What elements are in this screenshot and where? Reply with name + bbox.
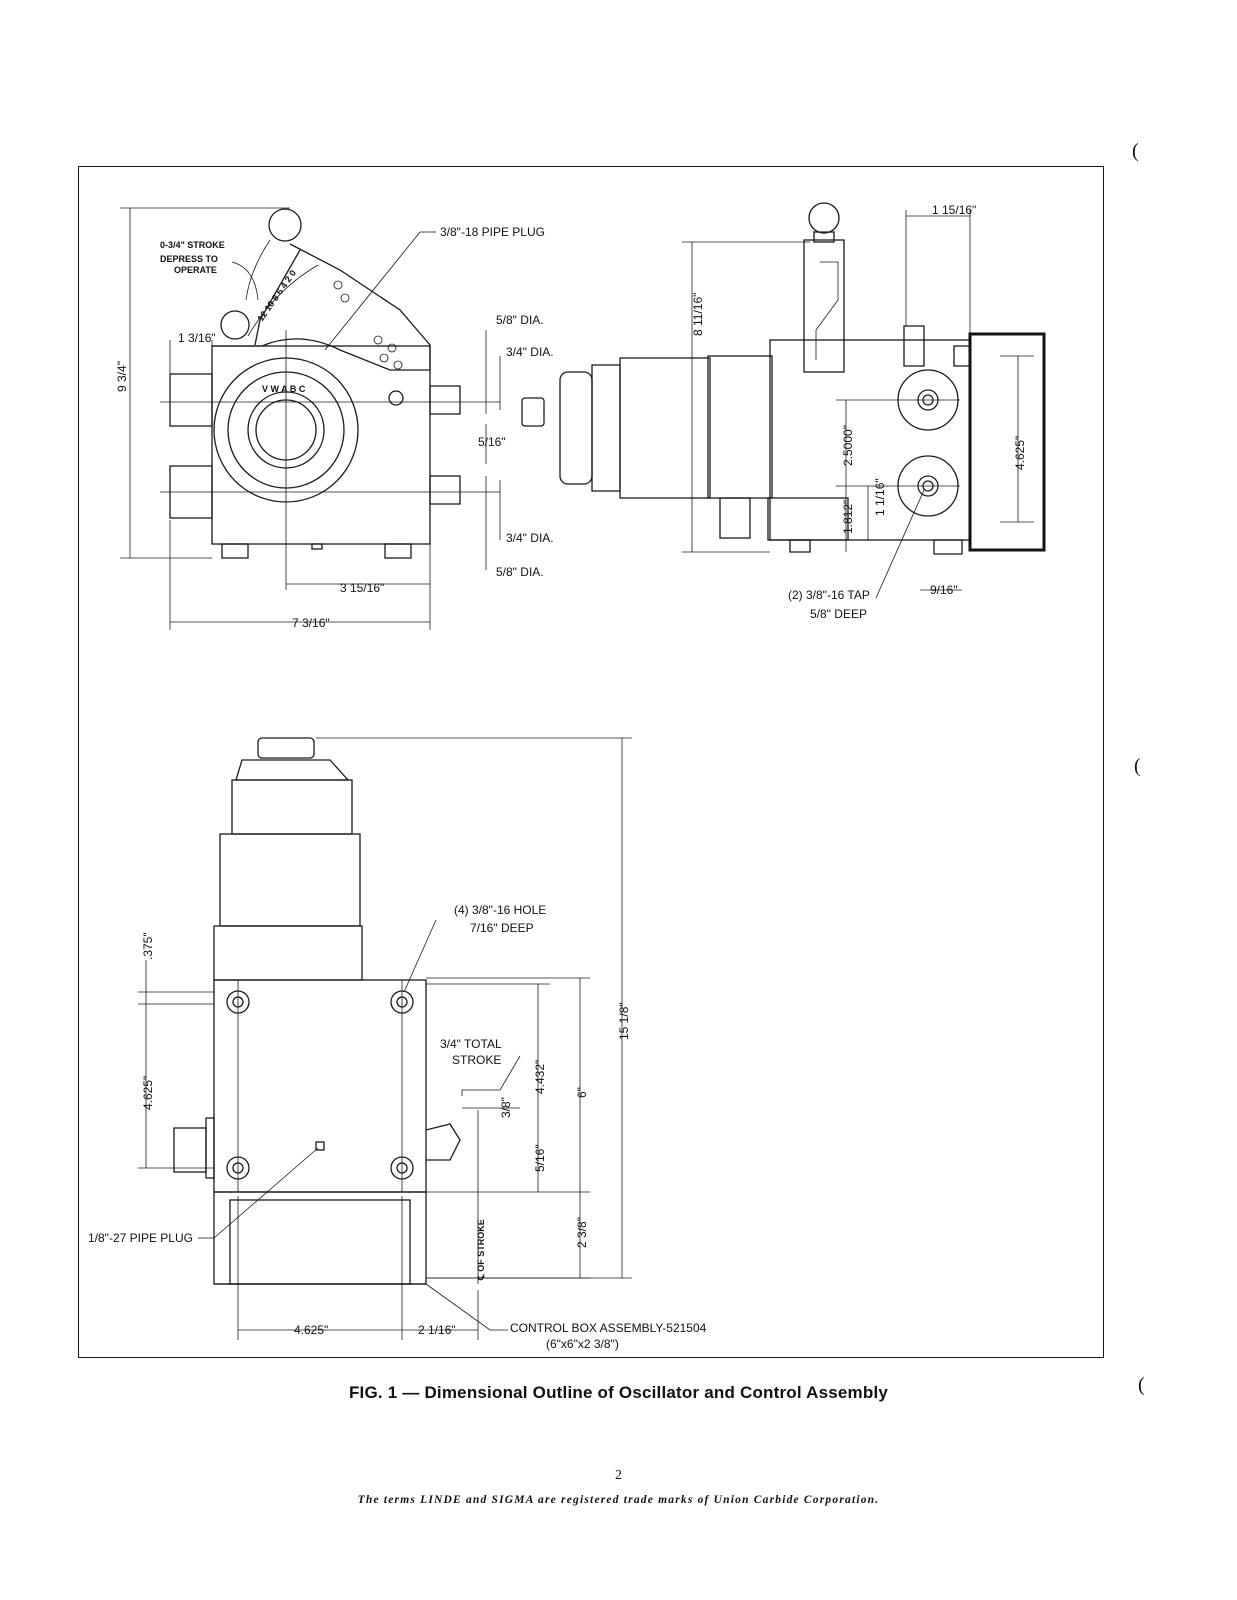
dim-2-3-8: 2 3/8" <box>575 1217 589 1248</box>
dim-3-15-16: 3 15/16" <box>340 581 384 595</box>
side-view: 1 15/16" 8 11/16" 2.5000" 1.812" 1 1/16"… <box>521 202 1046 621</box>
dim-height: 9 3/4" <box>115 361 129 392</box>
dim-4-625-bottom: 4.625" <box>294 1323 328 1337</box>
dim-2-5000: 2.5000" <box>841 425 855 466</box>
top-view: .375" 4.625" (4) 3/8"-16 HOLE 7/16" DEEP… <box>88 737 707 1351</box>
hole-line-1: (4) 3/8"-16 HOLE <box>454 903 546 917</box>
dim-375: .375" <box>141 932 155 960</box>
dia-5-8-top: 5/8" DIA. <box>496 313 544 327</box>
total-stroke-1: 3/4" TOTAL <box>440 1037 502 1051</box>
dim-9-16: 9/16" <box>930 583 958 597</box>
dim-6: 6" <box>575 1087 589 1098</box>
dim-5-16: 5/16" <box>478 435 506 449</box>
tap-line-1: (2) 3/8"-16 TAP <box>788 588 870 602</box>
stroke-note-2: DEPRESS TO <box>160 254 218 264</box>
margin-mark: ( <box>1138 1374 1145 1396</box>
dim-1-812: 1.812" <box>841 500 855 534</box>
front-view: 12 10 8 6 4 2 0 V W A B C 9 3/4" 1 3/16"… <box>115 207 554 630</box>
margin-mark: ( <box>1134 755 1141 777</box>
margin-mark: ( <box>1132 140 1139 162</box>
control-box-line-1: CONTROL BOX ASSEMBLY-521504 <box>510 1321 707 1335</box>
dim-1-15-16: 1 15/16" <box>932 203 976 217</box>
page-number: 2 <box>615 1468 622 1483</box>
dim-3-8: 3/8" <box>499 1097 513 1118</box>
control-box-line-2: (6"x6"x2 3/8") <box>546 1337 619 1351</box>
trademark-note: The terms LINDE and SIGMA are registered… <box>357 1494 880 1506</box>
dim-4-432: 4.432" <box>533 1060 547 1094</box>
scale-numbers: 12 10 8 6 4 2 0 <box>255 268 298 323</box>
dia-3-4-bottom: 3/4" DIA. <box>506 531 554 545</box>
figure-caption: FIG. 1 — Dimensional Outline of Oscillat… <box>348 1383 889 1402</box>
dim-4-625-left: 4.625" <box>141 1076 155 1110</box>
stroke-note-3: OPERATE <box>174 265 217 275</box>
dim-15-1-8: 15 1/8" <box>617 1002 631 1040</box>
dia-5-8-bottom: 5/8" DIA. <box>496 565 544 579</box>
figure-frame <box>78 166 1104 1358</box>
hole-line-2: 7/16" DEEP <box>470 921 534 935</box>
dim-7-3-16: 7 3/16" <box>292 616 330 630</box>
top-pipe-plug: 1/8"-27 PIPE PLUG <box>88 1231 193 1245</box>
total-stroke-2: STROKE <box>452 1053 501 1067</box>
dim-2-1-16: 2 1/16" <box>418 1323 456 1337</box>
dim-8-11-16: 8 11/16" <box>691 293 705 336</box>
dia-3-4-top: 3/4" DIA. <box>506 345 554 359</box>
dim-1-1-16: 1 1/16" <box>873 478 887 516</box>
front-pipe-plug: 3/8"-18 PIPE PLUG <box>440 225 545 239</box>
dial-letters: V W A B C <box>262 384 306 394</box>
stroke-note-1: 0-3/4" STROKE <box>160 240 225 250</box>
dim-4-625: 4.625" <box>1013 436 1027 470</box>
tap-line-2: 5/8" DEEP <box>810 607 867 621</box>
centerline-of-stroke: ℄ OF STROKE <box>476 1219 486 1281</box>
dim-5-16-top: 5/16" <box>533 1144 547 1172</box>
dim-left-offset: 1 3/16" <box>178 331 216 345</box>
